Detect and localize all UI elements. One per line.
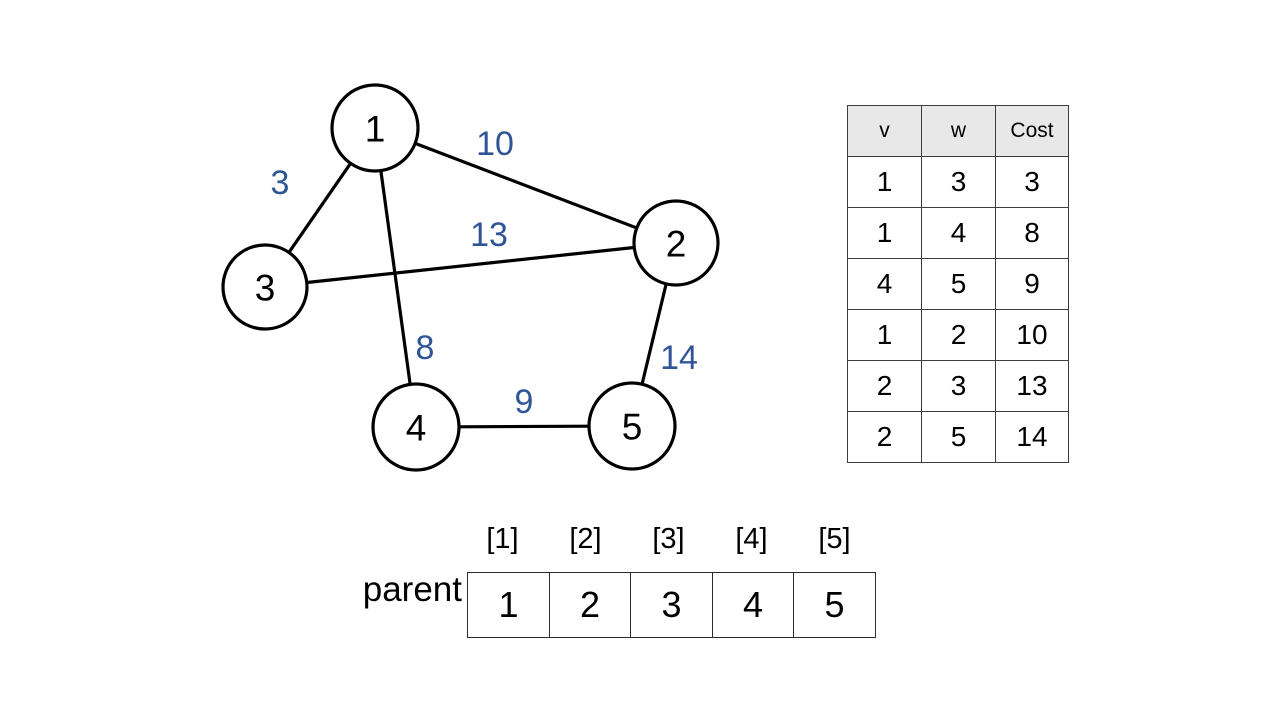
parent-array-index-1: [1] (486, 523, 519, 555)
graph-canvas: 1 2 3 4 5 3 10 13 8 9 14 (221, 83, 720, 472)
edge-table-header-w: w (921, 105, 996, 157)
graph-edge-1-2 (413, 141, 639, 230)
edge-table-cell-w-5: 3 (921, 360, 996, 412)
graph-edge-4-5 (457, 424, 591, 429)
edge-weight-2-5: 14 (660, 339, 698, 377)
parent-array-index-4: [4] (735, 523, 768, 555)
edge-weight-3-2: 13 (470, 216, 508, 254)
edge-table-cell-v-3: 4 (847, 258, 922, 310)
parent-array-cell-4: 4 (711, 572, 795, 638)
edge-table-header-row: v w Cost (847, 105, 1069, 157)
graph-node-label-1: 1 (365, 109, 386, 150)
edge-table-header-v: v (847, 105, 922, 157)
edge-weight-1-4: 8 (416, 329, 435, 367)
edge-table-cell-cost-1: 3 (995, 156, 1069, 208)
graph-diagram: 1 2 3 4 5 3 10 13 8 9 14 (0, 0, 820, 510)
edge-table-cell-cost-2: 8 (995, 207, 1069, 259)
graph-node-5[interactable] (587, 381, 677, 471)
graph-edge-weights: 3 10 13 8 9 14 (271, 125, 698, 421)
edge-table-cell-v-6: 2 (847, 411, 922, 463)
graph-node-label-4: 4 (406, 408, 427, 449)
edge-table-cell-cost-6: 14 (995, 411, 1069, 463)
parent-array-cell-2: 2 (548, 572, 632, 638)
graph-nodes: 1 2 3 4 5 (221, 83, 720, 472)
graph-node-4[interactable] (371, 382, 461, 472)
edge-weight-1-2: 10 (476, 125, 514, 163)
graph-node-label-5: 5 (622, 407, 643, 448)
parent-array-label: parent (362, 570, 462, 609)
parent-array-index-row: [1] [2] [3] [4] [5] (467, 525, 882, 554)
parent-array-index-2: [2] (569, 523, 602, 555)
parent-array-index-3: [3] (652, 523, 685, 555)
graph-edge-3-2 (305, 245, 636, 285)
edge-table-cell-v-1: 1 (847, 156, 922, 208)
edge-table-cell-w-3: 5 (921, 258, 996, 310)
edge-table-header-cost: Cost (995, 105, 1069, 157)
graph-node-label-2: 2 (666, 224, 687, 265)
parent-array-cell-1: 1 (467, 572, 550, 638)
graph-edge-1-3 (287, 161, 353, 255)
graph-node-label-3: 3 (255, 268, 276, 309)
edge-table-cell-cost-3: 9 (995, 258, 1069, 310)
parent-array-cell-5: 5 (793, 572, 876, 638)
edge-table-head: v w Cost (847, 105, 1069, 157)
edge-table-cell-cost-4: 10 (995, 309, 1069, 361)
graph-node-3[interactable] (221, 243, 309, 331)
edge-table-cell-w-6: 5 (921, 411, 996, 463)
edge-weight-4-5: 9 (515, 383, 534, 421)
graph-node-2[interactable] (632, 199, 720, 287)
graph-edge-2-5 (640, 282, 668, 386)
graph-edge-1-4 (379, 169, 412, 386)
graph-node-1[interactable] (330, 83, 420, 173)
edge-table-cell-w-4: 2 (921, 309, 996, 361)
parent-array-cell-3: 3 (630, 572, 713, 638)
edge-table-cell-v-4: 1 (847, 309, 922, 361)
graph-edges (287, 141, 668, 429)
edge-table-cell-w-2: 4 (921, 207, 996, 259)
edge-table-cell-v-5: 2 (847, 360, 922, 412)
parent-array-index-5: [5] (818, 523, 851, 555)
edge-table-cell-w-1: 3 (921, 156, 996, 208)
edge-table-cell-v-2: 1 (847, 207, 922, 259)
edge-weight-1-3: 3 (271, 164, 290, 202)
edge-table-cell-cost-5: 13 (995, 360, 1069, 412)
